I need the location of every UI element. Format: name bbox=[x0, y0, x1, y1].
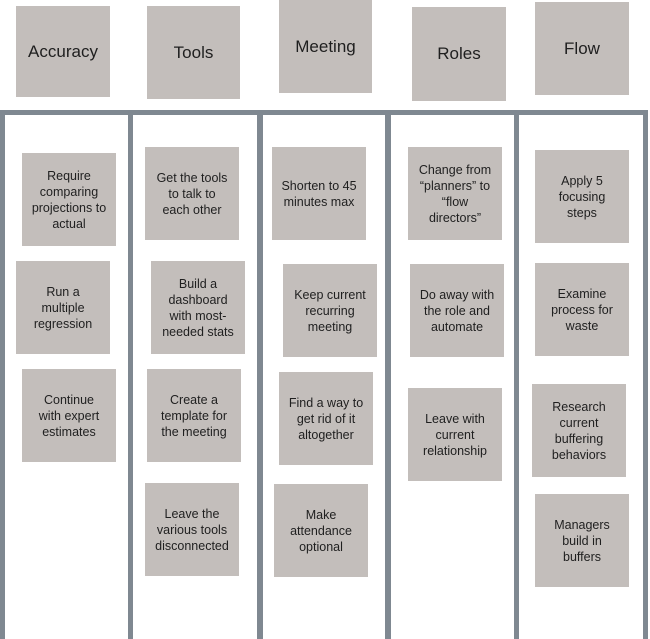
note-card: Create a template for the meeting bbox=[147, 369, 241, 462]
note-card: Get the tools to talk to each other bbox=[145, 147, 239, 240]
note-card: Find a way to get rid of it altogether bbox=[279, 372, 373, 465]
note-card: Research current buffering behaviors bbox=[532, 384, 626, 477]
header-tools: Tools bbox=[147, 6, 240, 99]
header-meeting: Meeting bbox=[279, 0, 372, 93]
note-card: Shorten to 45 minutes max bbox=[272, 147, 366, 240]
note-card: Make attendance optional bbox=[274, 484, 368, 577]
note-card: Do away with the role and automate bbox=[410, 264, 504, 357]
note-card: Managers build in buffers bbox=[535, 494, 629, 587]
note-card: Leave the various tools disconnected bbox=[145, 483, 239, 576]
note-card: Keep current recurring meeting bbox=[283, 264, 377, 357]
note-card: Run a multiple regression bbox=[16, 261, 110, 354]
header-roles: Roles bbox=[412, 7, 506, 101]
note-card: Apply 5 focusing steps bbox=[535, 150, 629, 243]
header-flow: Flow bbox=[535, 2, 629, 95]
note-card: Change from “planners” to “flow director… bbox=[408, 147, 502, 240]
note-card: Require comparing projections to actual bbox=[22, 153, 116, 246]
note-card: Leave with current relationship bbox=[408, 388, 502, 481]
note-card: Continue with expert estimates bbox=[22, 369, 116, 462]
note-card: Examine process for waste bbox=[535, 263, 629, 356]
header-accuracy: Accuracy bbox=[16, 6, 110, 97]
note-card: Build a dashboard with most- needed stat… bbox=[151, 261, 245, 354]
